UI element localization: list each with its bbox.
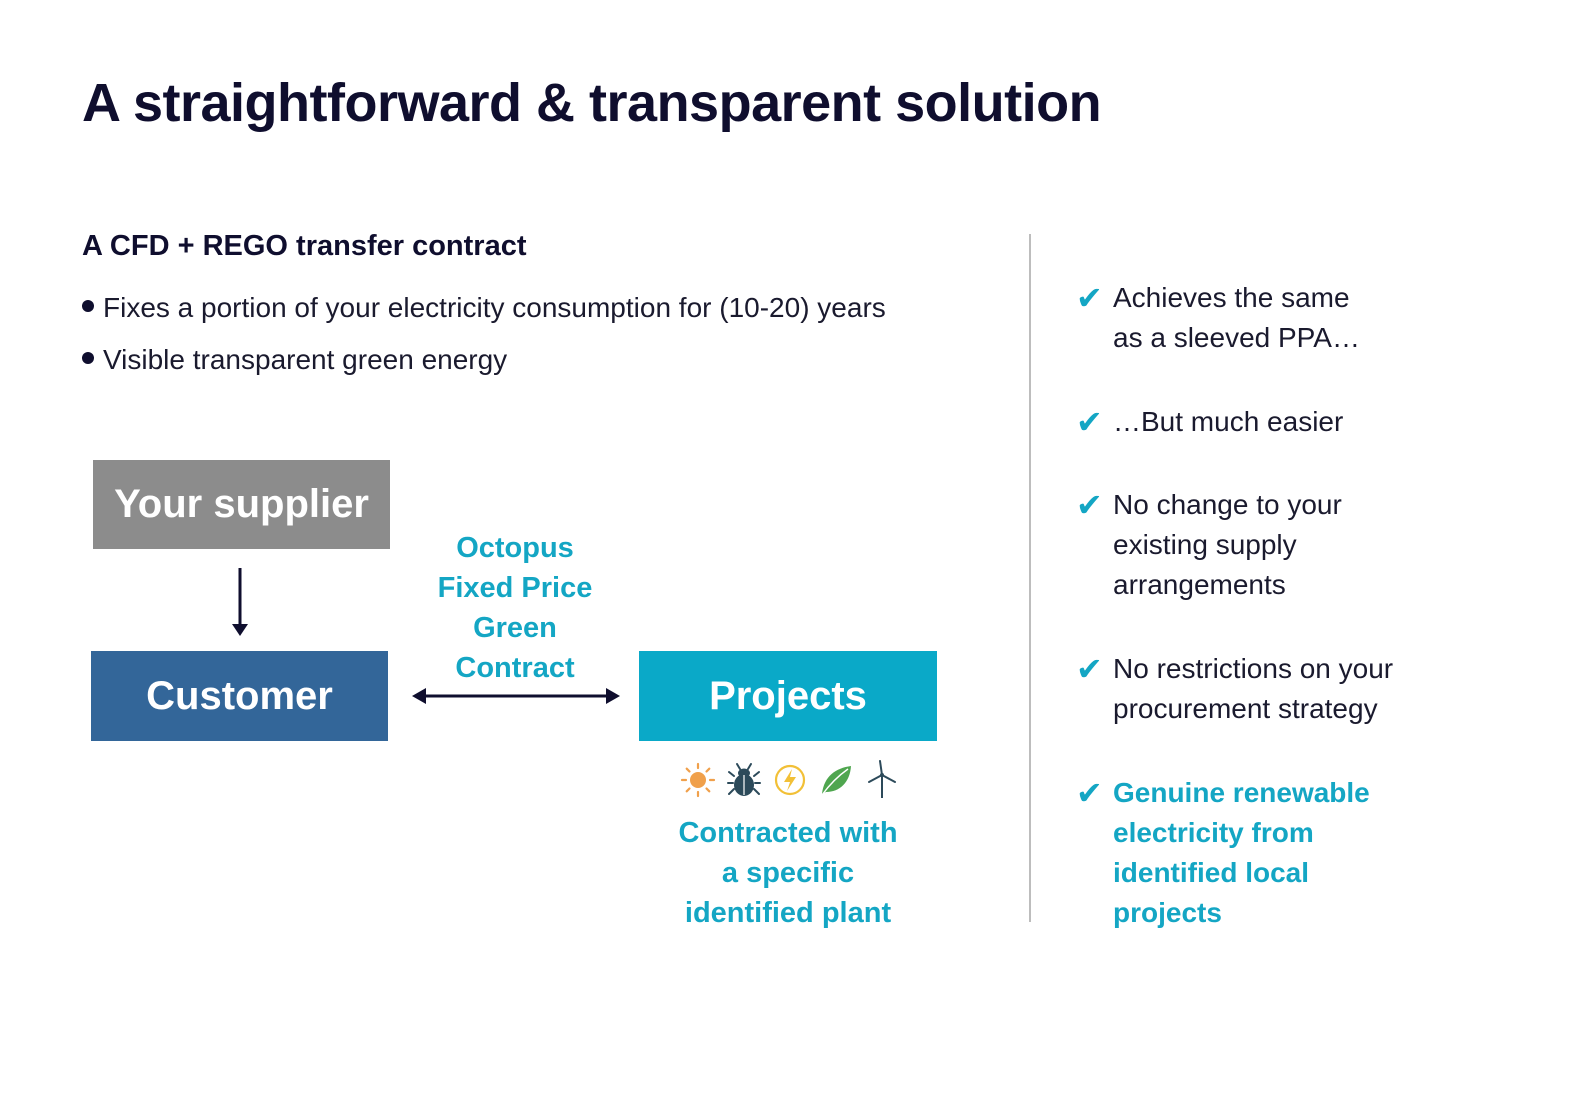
- benefit-item: ✔ No restrictions on your procurement st…: [1076, 649, 1393, 729]
- customer-projects-double-arrow: [412, 688, 620, 704]
- plant-type-icons: [680, 760, 900, 800]
- bullet-text: Fixes a portion of your electricity cons…: [103, 292, 886, 323]
- sun-icon: [680, 760, 716, 800]
- feature-bullet-list: Fixes a portion of your electricity cons…: [82, 282, 886, 386]
- plant-label-line: identified plant: [684, 897, 892, 929]
- supplier-to-customer-arrow: [232, 568, 248, 636]
- bug-icon: [726, 760, 762, 800]
- bullet-item: Fixes a portion of your electricity cons…: [82, 282, 886, 334]
- plant-label-line: Contracted with: [678, 817, 898, 849]
- bullet-dot-icon: [82, 300, 94, 312]
- benefit-text-line: identified local: [1113, 857, 1310, 888]
- projects-box: Projects: [639, 651, 937, 741]
- checkmark-icon: ✔: [1076, 651, 1103, 687]
- bullet-dot-icon: [82, 352, 94, 364]
- lightning-icon: [772, 760, 808, 800]
- benefit-item: ✔ No change to your existing supply arra…: [1076, 485, 1342, 605]
- benefit-text-line: procurement strategy: [1113, 693, 1378, 724]
- plant-label-line: a specific: [721, 857, 855, 889]
- benefit-text-line: projects: [1113, 897, 1222, 928]
- bullet-item: Visible transparent green energy: [82, 334, 886, 386]
- contract-label: Octopus Fixed Price Green Contract: [415, 528, 615, 688]
- benefit-item: ✔ Achieves the same as a sleeved PPA…: [1076, 278, 1360, 358]
- benefit-text-line: electricity from: [1113, 817, 1314, 848]
- benefit-text-line: Genuine renewable: [1113, 777, 1370, 808]
- plant-label: Contracted with a specific identified pl…: [640, 813, 936, 933]
- checkmark-icon: ✔: [1076, 775, 1103, 811]
- supplier-box: Your supplier: [93, 460, 390, 549]
- vertical-divider: [1029, 234, 1031, 922]
- benefit-text-line: No change to your: [1113, 489, 1342, 520]
- customer-box: Customer: [91, 651, 388, 741]
- benefit-item: ✔ …But much easier: [1076, 402, 1343, 442]
- benefit-text-line: …But much easier: [1113, 406, 1344, 437]
- checkmark-icon: ✔: [1076, 487, 1103, 523]
- benefit-text-line: arrangements: [1113, 569, 1286, 600]
- benefit-text-line: No restrictions on your: [1113, 653, 1394, 684]
- benefit-text-line: as a sleeved PPA…: [1113, 322, 1360, 353]
- leaf-icon: [818, 760, 854, 800]
- contract-label-line: Fixed Price: [437, 572, 593, 604]
- contract-label-line: Green: [473, 612, 557, 644]
- wind-turbine-icon: [864, 760, 900, 800]
- benefit-text-line: Achieves the same: [1113, 282, 1350, 313]
- benefit-item-highlight: ✔ Genuine renewable electricity from ide…: [1076, 773, 1370, 933]
- checkmark-icon: ✔: [1076, 280, 1103, 316]
- contract-label-line: Contract: [455, 652, 575, 684]
- contract-subheading: A CFD + REGO transfer contract: [82, 230, 527, 262]
- page-title: A straightforward & transparent solution: [82, 73, 1102, 133]
- bullet-text: Visible transparent green energy: [103, 344, 508, 375]
- checkmark-icon: ✔: [1076, 404, 1103, 440]
- contract-label-line: Octopus: [456, 532, 574, 564]
- benefit-text-line: existing supply: [1113, 529, 1297, 560]
